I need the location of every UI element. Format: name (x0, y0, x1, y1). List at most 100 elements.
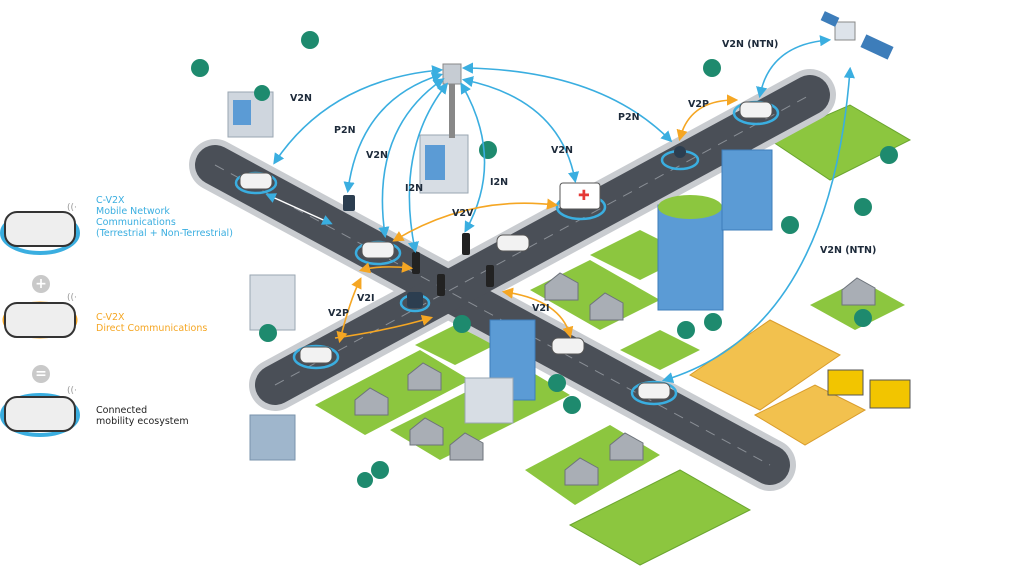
tree (854, 309, 872, 327)
tree (479, 141, 497, 159)
car (496, 234, 530, 252)
house (409, 417, 444, 446)
traffic-light (412, 252, 420, 274)
label-i2n-left: I2N (405, 183, 423, 194)
label-v2n-ntn-top: V2N (NTN) (722, 39, 778, 50)
house (354, 387, 389, 416)
harvester (827, 369, 864, 396)
lane-marking (214, 164, 771, 466)
tree (259, 324, 277, 342)
link-labels: V2N P2N V2N I2N I2N V2N P2N V2P V2N (NTN… (290, 39, 876, 319)
label-p2n-left: P2N (334, 125, 356, 136)
roof-garden (658, 195, 722, 219)
tree (880, 146, 898, 164)
tree (254, 85, 270, 101)
tree (453, 315, 471, 333)
wifi-icon: ((· (67, 386, 77, 396)
legend-line: (Terrestrial + Non-Terrestrial) (96, 228, 233, 239)
house (589, 292, 624, 321)
cell-antenna (442, 63, 462, 85)
building-window (425, 145, 445, 180)
link-v2p-left (336, 277, 362, 344)
house (609, 432, 644, 461)
label-v2p-left: V2P (328, 308, 349, 319)
tree (677, 321, 695, 339)
red-cross-icon: ✚ (578, 188, 590, 204)
label-v2n-center: V2N (366, 150, 388, 161)
link-v2p-left-2 (334, 314, 434, 339)
wifi-icon: ((· (67, 293, 77, 303)
tower-mast (449, 78, 455, 138)
tree (854, 198, 872, 216)
house (564, 457, 599, 486)
car (299, 346, 333, 364)
legend-car-icon (4, 302, 76, 338)
car (361, 241, 395, 259)
car (551, 337, 585, 355)
label-v2i-left: V2I (357, 293, 375, 304)
legend-line: C-V2X (96, 195, 125, 206)
car (739, 101, 773, 119)
link-v2i-right (501, 287, 574, 339)
tree (371, 461, 389, 479)
legend-direct: C-V2X Direct Communications (96, 312, 207, 334)
label-v2p-top: V2P (688, 99, 709, 110)
tree (357, 472, 373, 488)
link-p2n-right (461, 62, 673, 143)
traffic-light (437, 274, 445, 296)
tree (704, 313, 722, 331)
legend-line: C-V2X (96, 312, 125, 323)
distance-arrow (265, 193, 333, 225)
satellite (834, 21, 856, 41)
phone-icon (407, 292, 423, 308)
network-links (273, 35, 855, 384)
legend-car-icon (4, 211, 76, 247)
house (407, 362, 442, 391)
label-v2n-left: V2N (290, 93, 312, 104)
label-i2n-right: I2N (490, 177, 508, 188)
legend-car-icon (4, 396, 76, 432)
car (637, 382, 671, 400)
legend-line: Direct Communications (96, 323, 208, 334)
legend-network-ring (0, 393, 80, 437)
label-p2n-right: P2N (618, 112, 640, 123)
cyclist-icon (674, 146, 686, 158)
phone-icon (343, 195, 355, 211)
traffic-light (486, 265, 494, 287)
solar-panel (820, 11, 840, 27)
legend-icons: ((· ((· ((· (0, 203, 80, 437)
tree (781, 216, 799, 234)
building (249, 274, 296, 331)
building-window (233, 100, 251, 125)
tree (563, 396, 581, 414)
ambulance (559, 182, 601, 210)
link-v2i-left (358, 261, 414, 274)
legend-line: Connected (96, 405, 148, 416)
link-v2n-right (461, 76, 580, 184)
label-v2i-right: V2I (532, 303, 550, 314)
label-v2n-ntn-right: V2N (NTN) (820, 245, 876, 256)
trailer (869, 379, 911, 409)
wheat-field (753, 384, 867, 446)
car (239, 172, 273, 190)
network-ring (292, 344, 340, 370)
tree (191, 59, 209, 77)
tree (703, 59, 721, 77)
solar-panel (860, 34, 894, 60)
label-v2n-right: V2N (551, 145, 573, 156)
building (249, 414, 296, 461)
legend-line: Communications (96, 217, 176, 228)
link-v2v (392, 198, 559, 242)
legend-line: mobility ecosystem (96, 416, 189, 427)
building (464, 377, 514, 424)
traffic-light (462, 233, 470, 255)
skyscraper (721, 149, 773, 231)
label-v2v: V2V (452, 208, 474, 219)
tree (301, 31, 319, 49)
crop-field (568, 469, 752, 566)
legend-line: Mobile Network (96, 206, 170, 217)
skyscraper (657, 204, 724, 311)
network-ring (630, 380, 678, 406)
direct-links (334, 94, 739, 344)
